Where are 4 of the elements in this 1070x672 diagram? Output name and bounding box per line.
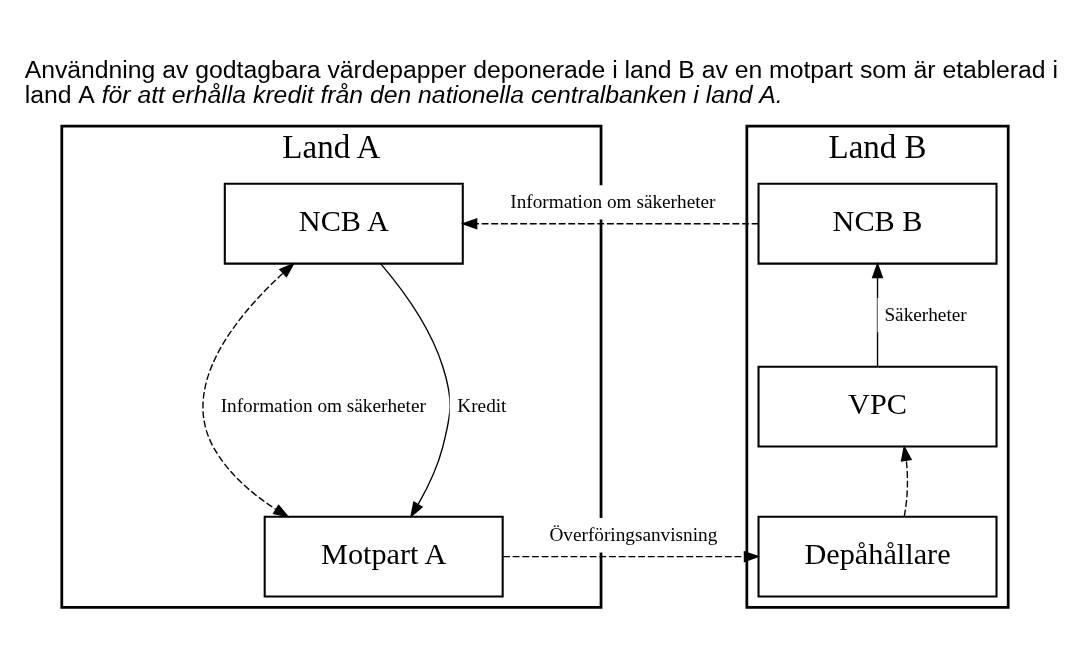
edge-label: Säkerheter <box>884 303 967 325</box>
edge-label: Information om säkerheter <box>220 394 426 416</box>
diagram-title: Användning av godtagbara värdepapper deponerade i land B av en motpart som är etablerad i land A för att erhålla kredit från den nationella centralbanken i land A. <box>24 55 1058 108</box>
edge-label: Kredit <box>457 394 507 416</box>
